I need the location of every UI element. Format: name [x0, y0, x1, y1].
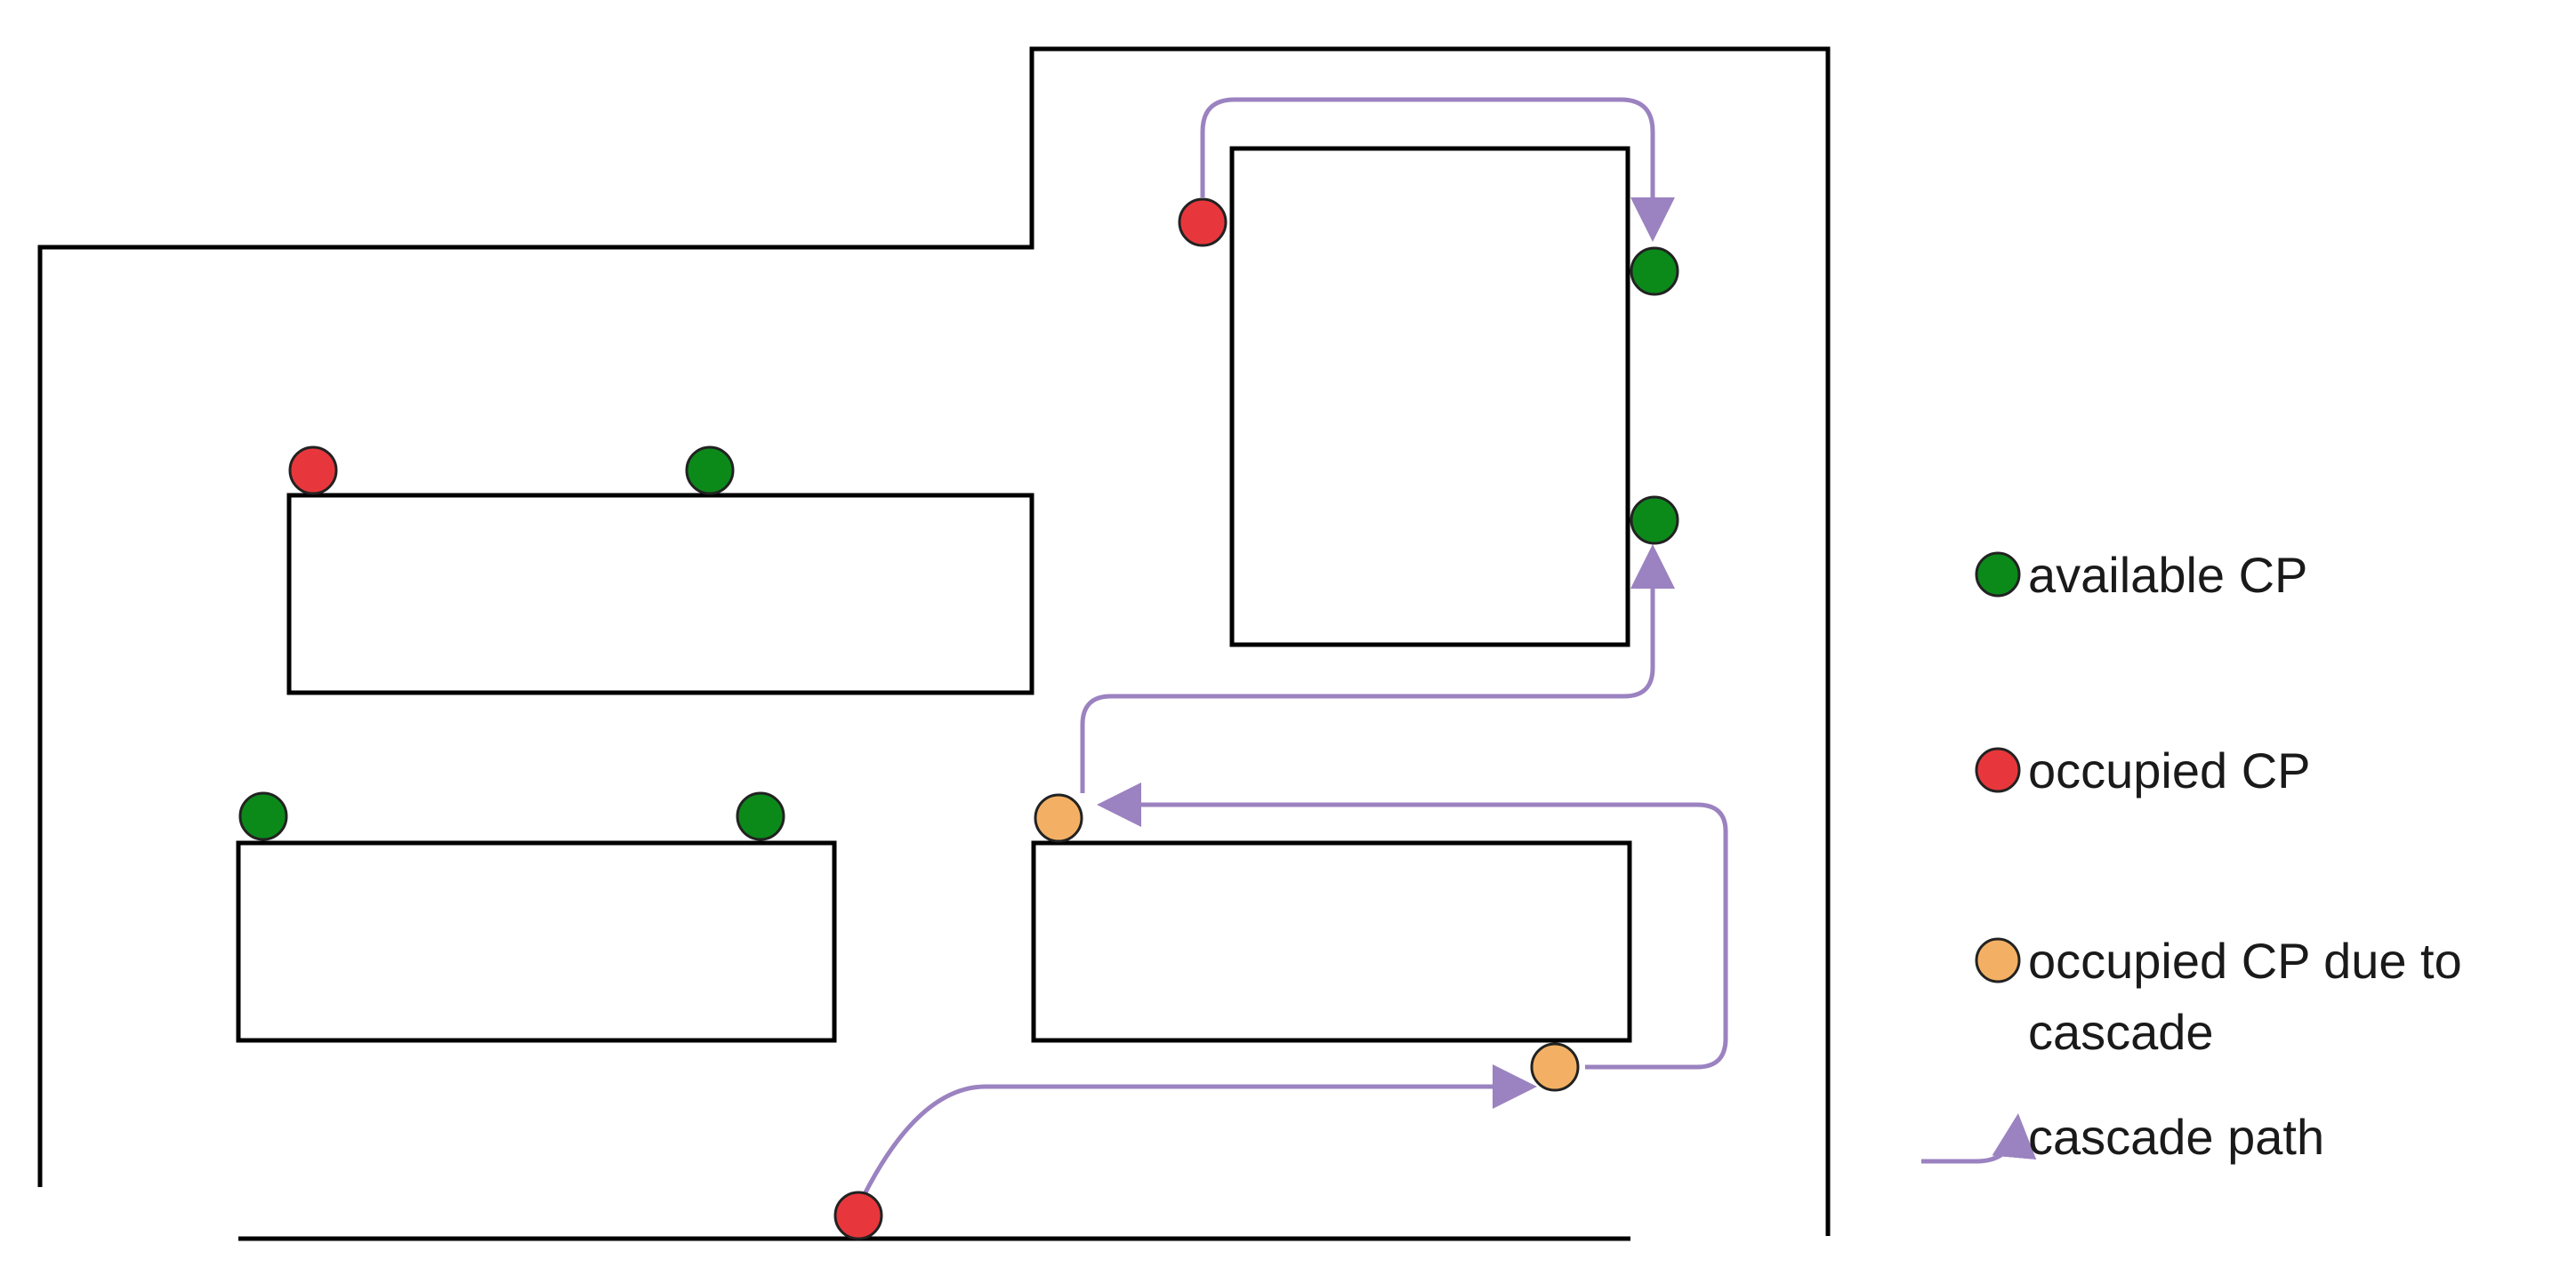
cp-available-bottom-left-block-2 [736, 791, 785, 841]
cp-available-right-lower [1630, 495, 1679, 545]
cp-cascade-bottom-right [1530, 1042, 1580, 1092]
cp-cascade-middle-block [1034, 793, 1083, 843]
legend-occupied-label: occupied CP [2028, 742, 2311, 798]
legend-path-label: cascade path [2028, 1109, 2324, 1165]
legend: available CP occupied CP occupied CP due… [1921, 547, 2462, 1165]
legend-cascade-label-line1: occupied CP due to [2028, 933, 2462, 989]
block-top-left [286, 493, 1034, 695]
legend-occupied-icon [1975, 747, 2021, 793]
block-bottom-middle [1031, 840, 1632, 1043]
legend-available-label: available CP [2028, 547, 2307, 603]
legend-cascade-icon [1975, 937, 2021, 983]
cp-available-top-left-block [685, 445, 735, 495]
block-top-right [1229, 146, 1630, 647]
cascade-path-up [1080, 544, 1675, 793]
legend-path-icon [1921, 1113, 2037, 1164]
cp-occupied-top-left-block [288, 445, 338, 495]
cascade-path-right-loop [1097, 782, 1728, 1070]
cascade-path-top [1200, 97, 1675, 242]
legend-cascade-label-line2: cascade [2028, 1004, 2214, 1060]
cp-available-bottom-left-block-1 [238, 791, 288, 841]
block-bottom-left [236, 840, 837, 1043]
cascade-path-bottom [856, 1064, 1537, 1208]
legend-available-icon [1975, 551, 2021, 598]
outer-wall [37, 46, 1831, 1236]
cp-available-right-upper [1630, 246, 1679, 296]
cp-occupied-bottom [833, 1191, 883, 1240]
cp-occupied-top-right [1178, 197, 1228, 247]
